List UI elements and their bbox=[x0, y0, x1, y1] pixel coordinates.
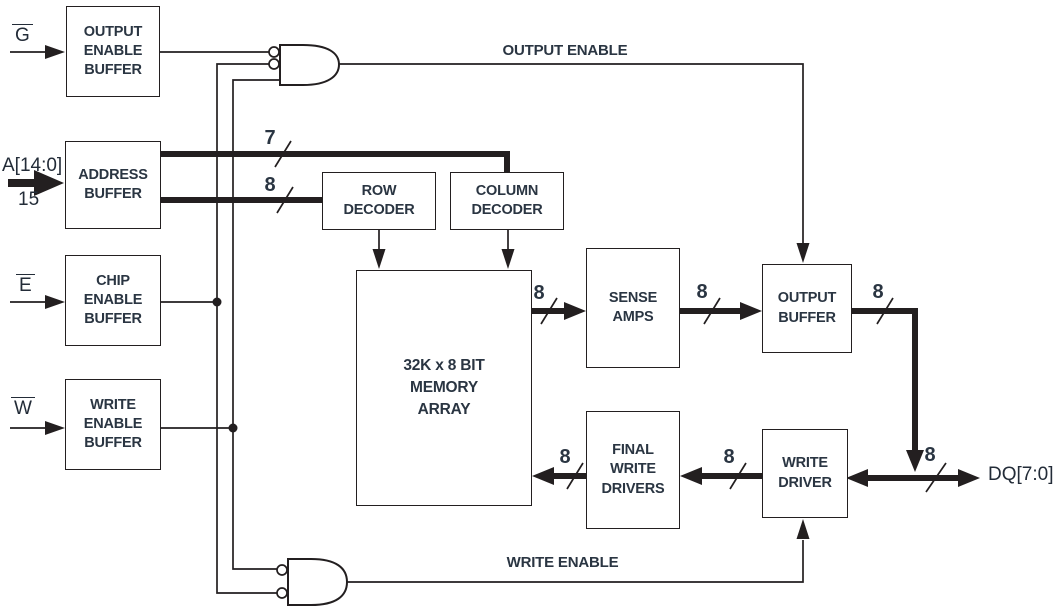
sense-to-outbuf-arrowhead bbox=[740, 302, 762, 320]
g-signal-text: G bbox=[12, 24, 33, 46]
write-enable-arrowhead bbox=[796, 519, 810, 539]
g-signal-label: G bbox=[12, 24, 33, 47]
buswidth-wd-final: 8 bbox=[723, 446, 735, 468]
buswidth-tick-wd-final bbox=[729, 462, 747, 490]
final-write-drivers-block: FINAL WRITE DRIVERS bbox=[586, 411, 680, 529]
output-enable-and-gate bbox=[279, 44, 341, 86]
buswidth-outbuf-dq: 8 bbox=[872, 281, 884, 303]
w-input-arrowhead bbox=[45, 421, 65, 435]
write-enable-net-label: WRITE ENABLE bbox=[506, 554, 619, 571]
buswidth-tick-outbuf bbox=[876, 297, 894, 325]
row-decoder-block: ROW DECODER bbox=[322, 172, 436, 230]
junction-dot-chip-enable bbox=[212, 297, 222, 307]
dq-left-arrowhead bbox=[846, 469, 868, 487]
address-width-label: 15 bbox=[18, 189, 40, 210]
outbuf-to-dq-bus bbox=[852, 308, 918, 450]
address-signal-label: A[14:0] bbox=[2, 155, 63, 176]
sense-amps-label: SENSE AMPS bbox=[608, 289, 658, 325]
address-input-arrowhead bbox=[34, 170, 64, 196]
output-enable-arrowhead bbox=[796, 243, 810, 263]
buswidth-addr-high: 7 bbox=[264, 127, 276, 149]
e-signal-text: E bbox=[16, 274, 35, 296]
inverter-bubble-oe-g bbox=[268, 46, 280, 58]
output-enable-net-wire bbox=[339, 63, 804, 250]
buswidth-final-array: 8 bbox=[559, 446, 571, 468]
output-enable-net-label: OUTPUT ENABLE bbox=[502, 42, 628, 59]
buswidth-tick-dq bbox=[925, 462, 947, 493]
memory-array-block: 32K x 8 BIT MEMORY ARRAY bbox=[356, 270, 532, 506]
buswidth-array-sense: 8 bbox=[533, 282, 545, 304]
e-input-arrowhead bbox=[45, 295, 65, 309]
output-enable-buffer-label: OUTPUT ENABLE BUFFER bbox=[83, 23, 143, 79]
chip-enable-net-wire bbox=[216, 63, 277, 594]
dq-right-arrowhead bbox=[958, 469, 980, 487]
write-enable-net-wire bbox=[232, 79, 280, 570]
column-decoder-label: COLUMN DECODER bbox=[471, 182, 543, 218]
final-to-array-arrowhead bbox=[532, 467, 554, 485]
buswidth-tick-final-array bbox=[566, 462, 584, 490]
g-input-arrowhead bbox=[45, 45, 65, 59]
address-buffer-block: ADDRESS BUFFER bbox=[65, 141, 161, 229]
write-enable-and-gate bbox=[287, 558, 349, 606]
e-signal-label: E bbox=[16, 274, 35, 297]
sense-amps-block: SENSE AMPS bbox=[586, 248, 680, 368]
column-decoder-arrowhead bbox=[501, 249, 515, 269]
buswidth-dq: 8 bbox=[924, 444, 936, 466]
w-signal-text: W bbox=[11, 397, 35, 419]
array-to-sense-arrowhead bbox=[564, 302, 586, 320]
dq-signal-label: DQ[7:0] bbox=[988, 464, 1054, 485]
output-enable-buffer-block: OUTPUT ENABLE BUFFER bbox=[66, 6, 160, 97]
inverter-bubble-oe-e bbox=[268, 58, 280, 70]
address-buffer-label: ADDRESS BUFFER bbox=[78, 166, 148, 202]
output-buffer-block: OUTPUT BUFFER bbox=[762, 264, 852, 353]
memory-array-label: 32K x 8 BIT MEMORY ARRAY bbox=[403, 357, 485, 418]
buswidth-tick-sense-outbuf bbox=[703, 297, 721, 325]
inverter-bubble-we-e bbox=[276, 587, 288, 599]
junction-dot-write-enable bbox=[228, 423, 238, 433]
inverter-bubble-we-w bbox=[276, 564, 288, 576]
write-enable-out-wire bbox=[347, 540, 804, 583]
write-driver-block: WRITE DRIVER bbox=[762, 429, 848, 518]
write-enable-buffer-block: WRITE ENABLE BUFFER bbox=[65, 379, 161, 470]
row-decoder-label: ROW DECODER bbox=[343, 182, 415, 218]
final-write-drivers-label: FINAL WRITE DRIVERS bbox=[601, 442, 665, 497]
column-decoder-block: COLUMN DECODER bbox=[450, 172, 564, 230]
chip-enable-buffer-block: CHIP ENABLE BUFFER bbox=[65, 255, 161, 346]
w-signal-label: W bbox=[11, 397, 35, 420]
write-enable-buffer-label: WRITE ENABLE BUFFER bbox=[83, 396, 143, 452]
buswidth-tick-array-sense bbox=[540, 297, 558, 325]
addr-high-bus bbox=[161, 151, 510, 173]
buswidth-sense-outbuf: 8 bbox=[696, 281, 708, 303]
output-buffer-label: OUTPUT BUFFER bbox=[777, 290, 837, 326]
buswidth-tick-addr-high bbox=[274, 140, 292, 168]
write-driver-label: WRITE DRIVER bbox=[778, 455, 832, 491]
buswidth-tick-addr-low bbox=[276, 186, 294, 214]
outbuf-to-dq-arrowhead bbox=[906, 450, 924, 472]
writedriver-to-final-arrowhead bbox=[680, 467, 702, 485]
buswidth-addr-low: 8 bbox=[264, 174, 276, 196]
row-decoder-arrowhead bbox=[372, 249, 386, 269]
chip-enable-buffer-label: CHIP ENABLE BUFFER bbox=[83, 272, 143, 328]
